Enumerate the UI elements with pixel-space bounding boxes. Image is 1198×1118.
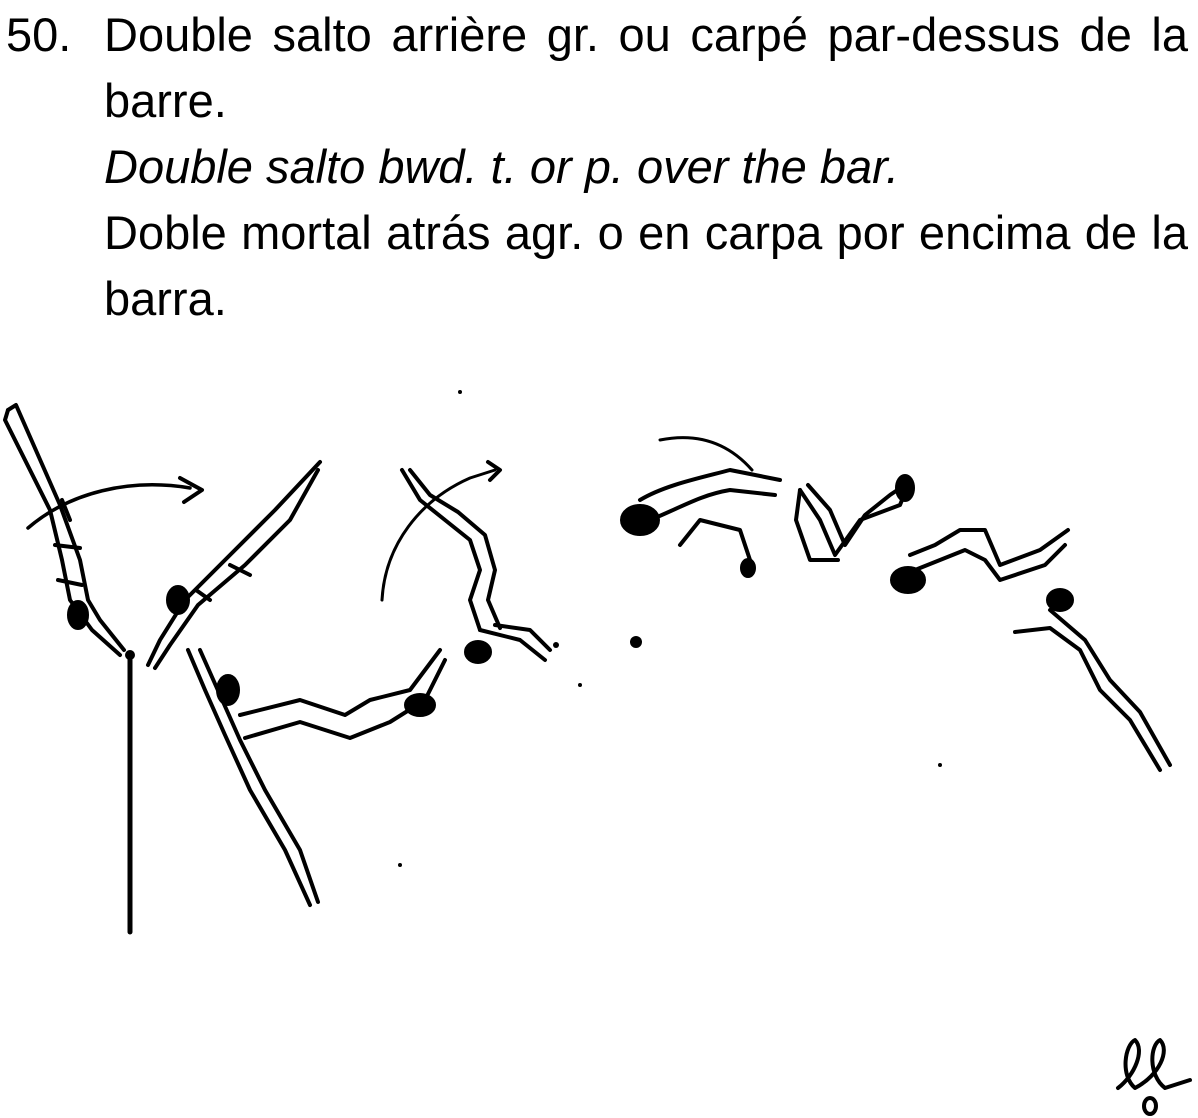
gymnast-figure-4 <box>402 470 550 662</box>
gymnast-figure-6 <box>796 476 913 560</box>
rotation-arrow-3 <box>660 438 752 470</box>
bar <box>125 650 135 660</box>
gymnast-figure-1 <box>5 405 124 655</box>
gymnast-figure-7 <box>892 530 1068 592</box>
gymnast-figure-3 <box>188 650 445 905</box>
gymnast-figure-8 <box>1015 590 1170 770</box>
difficulty-symbol <box>1118 1040 1190 1114</box>
gymnast-figure-2 <box>148 462 320 668</box>
gymnast-figure-5 <box>622 470 780 576</box>
